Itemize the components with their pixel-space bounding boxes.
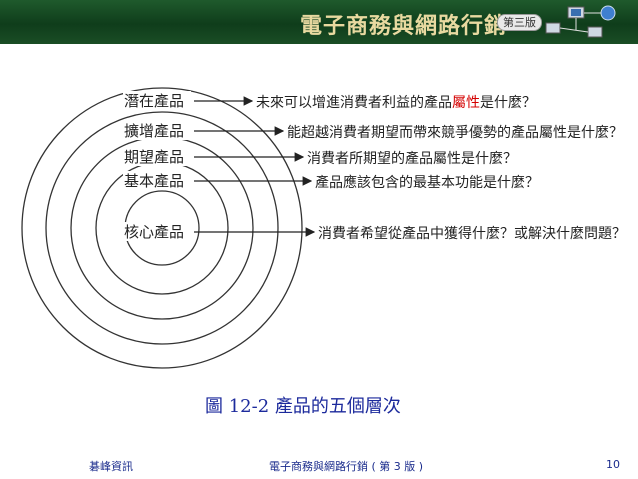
header-bar: 電子商務與網路行銷 第三版: [0, 0, 638, 44]
label-bg: [123, 147, 191, 166]
level-label-expected: 期望產品: [124, 148, 184, 166]
label-bg: [123, 171, 191, 190]
label-bg: [123, 91, 191, 110]
network-icon: [545, 5, 616, 38]
footer-book-title: 電子商務與網路行銷 ( 第 3 版 ): [269, 460, 424, 473]
question-text-end: 是什麼？: [480, 95, 536, 111]
five-levels-diagram: 潛在產品 未來可以增進消費者利益的產品屬性是什麼？ 擴增產品 能超越消費者期望而…: [21, 87, 626, 369]
label-bg: [123, 222, 191, 241]
header-title: 電子商務與網路行銷: [300, 13, 508, 39]
question-highlight: 屬性: [452, 95, 480, 111]
level-label-core: 核心產品: [124, 223, 184, 241]
level-label-potential: 潛在產品: [124, 92, 184, 110]
footer-page-number: 10: [606, 458, 620, 471]
label-bg: [123, 121, 191, 140]
figure-caption: 圖 12-2 產品的五個層次: [205, 396, 401, 417]
level-label-augmented: 擴增產品: [124, 122, 184, 140]
level-label-basic: 基本產品: [124, 172, 184, 190]
footer-publisher: 碁峰資訊: [89, 460, 133, 473]
question-potential: 未來可以增進消費者利益的產品屬性是什麼？: [256, 94, 536, 111]
question-basic: 產品應該包含的最基本功能是什麼？: [315, 174, 539, 191]
question-expected: 消費者所期望的產品屬性是什麼？: [307, 150, 517, 167]
question-augmented: 能超越消費者期望而帶來競爭優勢的產品屬性是什麼？: [287, 124, 623, 141]
ring-potential: [21, 87, 303, 369]
edition-badge: 第三版: [497, 14, 542, 31]
ring-augmented: [45, 111, 279, 345]
question-text: 未來可以增進消費者利益的產品: [256, 94, 452, 111]
question-core: 消費者希望從產品中獲得什麼？或解決什麼問題？: [318, 225, 626, 242]
